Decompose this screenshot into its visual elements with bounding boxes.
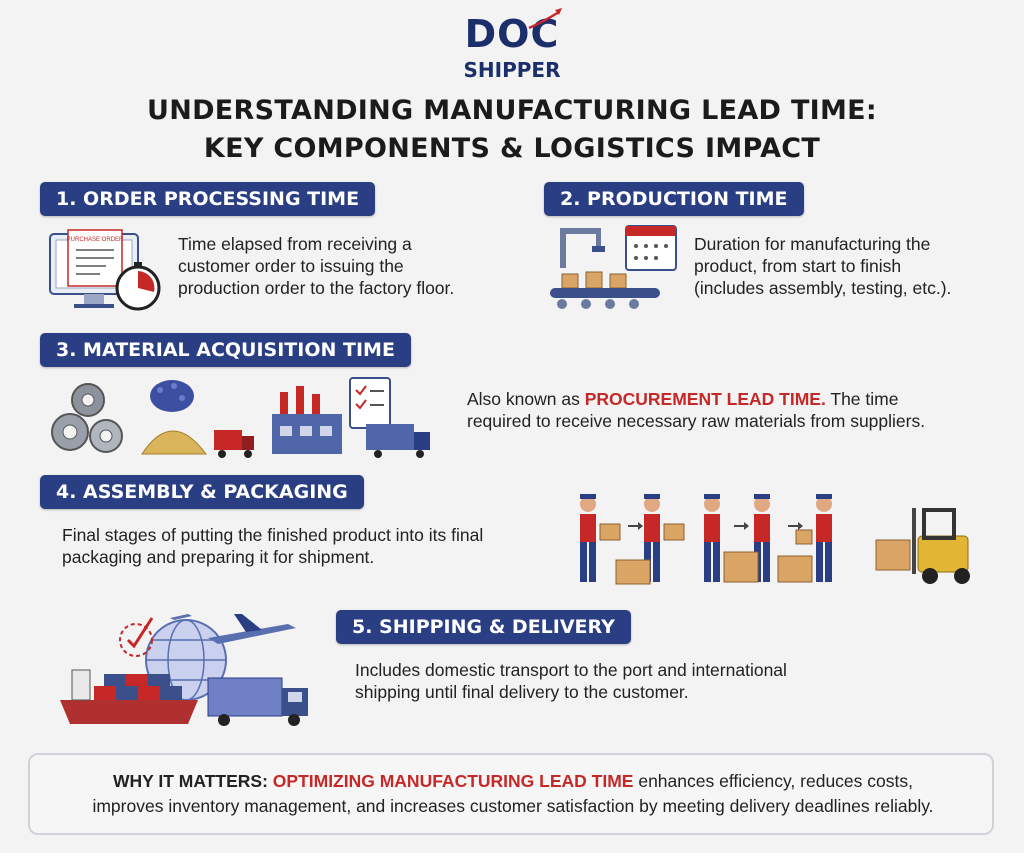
title-line-2: KEY COMPONENTS & LOGISTICS IMPACT <box>203 133 821 164</box>
shipping-delivery-illustration <box>60 614 308 726</box>
assembly-packaging-illustration <box>580 494 970 585</box>
stopwatch-icon <box>115 262 161 311</box>
page-title: UNDERSTANDING MANUFACTURING LEAD TIME: K… <box>0 92 1024 168</box>
section-2-heading: 2. PRODUCTION TIME <box>544 182 804 216</box>
purchase-order-document-icon: PURCHASE ORDER <box>67 229 124 287</box>
section-3-description: Also known as PROCUREMENT LEAD TIME. The… <box>467 389 926 431</box>
purchase-order-label: PURCHASE ORDER <box>67 237 124 243</box>
section-4-heading: 4. ASSEMBLY & PACKAGING <box>40 475 364 509</box>
production-line-illustration <box>550 225 677 309</box>
checkmark-route-icon <box>119 617 154 657</box>
robot-arm-icon <box>560 228 605 268</box>
delivery-truck-small-icon <box>214 430 254 458</box>
delivery-truck-icon <box>207 677 308 726</box>
why-highlight: OPTIMIZING MANUFACTURING LEAD TIME <box>272 771 634 791</box>
logo-plane-icon <box>528 8 562 30</box>
worker-5 <box>816 494 832 582</box>
calendar-icon <box>625 225 677 271</box>
plastic-pellets-icon <box>150 380 194 412</box>
section-5-heading: 5. SHIPPING & DELIVERY <box>336 610 631 644</box>
grain-pile-icon <box>141 430 207 455</box>
airplane-icon <box>170 614 296 644</box>
checklist-clipboard-icon <box>349 377 391 429</box>
section-3-heading: 3. MATERIAL ACQUISITION TIME <box>40 333 411 367</box>
logo-shipper: SHIPPER <box>463 58 561 82</box>
section-4-description: Final stages of putting the finished pro… <box>62 525 484 567</box>
section-2-description: Duration for manufacturing the product, … <box>694 234 952 298</box>
section-5-description: Includes domestic transport to the port … <box>355 660 787 702</box>
factory-icon <box>272 386 342 454</box>
delivery-truck-large-icon <box>366 424 430 458</box>
why-label: WHY IT MATTERS: <box>113 771 273 791</box>
worker-1 <box>580 494 596 582</box>
forklift-icon <box>875 508 970 584</box>
steel-coils-icon <box>51 383 123 453</box>
boxes-on-conveyor-icon <box>561 271 627 289</box>
cardboard-boxes-icon <box>599 523 813 585</box>
cargo-ship-icon <box>60 669 198 724</box>
title-line-1: UNDERSTANDING MANUFACTURING LEAD TIME: <box>146 95 878 126</box>
section-1-description: Time elapsed from receiving a customer o… <box>178 234 455 298</box>
conveyor-belt-icon <box>550 288 660 309</box>
arrow-icons <box>628 522 803 530</box>
why-it-matters-box: WHY IT MATTERS: OPTIMIZING MANUFACTURING… <box>28 753 994 835</box>
material-acquisition-illustration <box>51 377 430 458</box>
worker-3 <box>704 494 720 582</box>
section-1-heading: 1. ORDER PROCESSING TIME <box>40 182 376 216</box>
logo-doc: DOC <box>464 12 560 56</box>
why-it-matters-text: WHY IT MATTERS: OPTIMIZING MANUFACTURING… <box>92 771 934 816</box>
procurement-lead-time-highlight: PROCUREMENT LEAD TIME. <box>584 389 826 409</box>
order-processing-illustration: PURCHASE ORDER <box>49 229 161 311</box>
